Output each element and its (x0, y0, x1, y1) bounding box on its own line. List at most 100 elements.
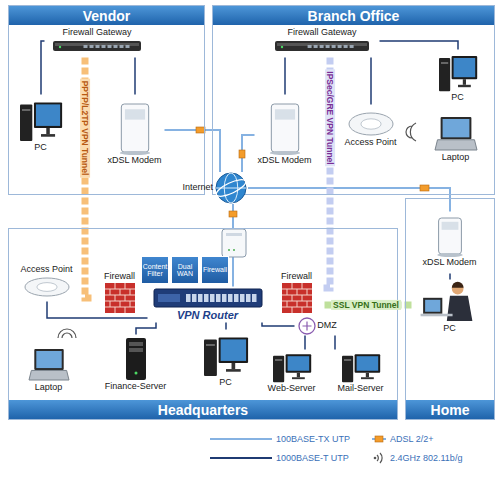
person-body (446, 296, 472, 321)
network-link (380, 41, 459, 50)
device-label: Firewall Gateway (62, 28, 131, 38)
pc-stand (462, 79, 465, 85)
modem-base (437, 253, 462, 257)
pc-monitor (33, 102, 61, 128)
device-label: xDSL Modem (257, 156, 311, 166)
network-link (248, 188, 450, 212)
legend-wifi (377, 453, 382, 463)
region-header: Headquarters (9, 400, 397, 419)
gateway-led (281, 46, 283, 48)
brick-joint (296, 301, 297, 307)
device-label: PC (443, 324, 456, 334)
device-node: Firewall Gateway (265, 24, 380, 58)
globe-orbit (214, 176, 247, 199)
device-label: Firewall (104, 272, 135, 282)
firewall-wall (105, 283, 135, 313)
brick-joint (301, 295, 302, 301)
hq-modem (222, 229, 246, 257)
router-port (198, 294, 203, 302)
brick-joint (291, 307, 292, 313)
server-bay (129, 348, 143, 352)
modem-panel (441, 222, 458, 230)
tunnel-label: PPTP/L2TP VPN Tunnel (80, 79, 90, 178)
router-port (216, 294, 221, 302)
device-icon (298, 317, 316, 335)
brick-joint (301, 307, 302, 313)
brick-joint (129, 289, 130, 295)
tunnel-label: SSL VPN Tunnel (331, 300, 401, 310)
pc-tower-slot (344, 359, 351, 361)
wifi-symbols (58, 123, 416, 338)
pc-monitor (285, 354, 311, 373)
legend-text: ADSL 2/2+ (390, 434, 433, 444)
region-title: Branch Office (308, 8, 400, 24)
gateway-port (90, 45, 94, 48)
dmz-arrows (303, 321, 312, 330)
device-node: Firewall Gateway (45, 24, 150, 58)
network-link (225, 323, 227, 330)
router-port (234, 294, 239, 302)
tunnel-label: IPSec/GRE VPN Tunnel (325, 69, 335, 166)
site-region: xDSL ModemPC Home (405, 198, 495, 420)
feature-tile: Content Filter (141, 256, 169, 284)
device-node: Access Point (340, 105, 402, 155)
router-port (246, 294, 251, 302)
router-port (204, 294, 209, 302)
home-laptop-lid (423, 298, 442, 314)
network-link (134, 58, 136, 95)
region-title: Vendor (83, 8, 130, 24)
device-label: Finance-Server (105, 382, 167, 392)
adsl-connector (239, 150, 245, 158)
legend-text: 2.4GHz 802.11b/g (390, 453, 462, 463)
region-title: Headquarters (158, 402, 248, 418)
pc-tower (342, 356, 353, 383)
device-icon (52, 39, 142, 53)
device-icon (214, 172, 248, 204)
ap-disc (25, 278, 69, 296)
network-link (334, 336, 336, 350)
laptop-lid (34, 349, 63, 370)
device-node: xDSL Modem (420, 212, 480, 274)
device-node: Access Point (15, 262, 79, 302)
pc-stand (46, 128, 50, 134)
device-node: Laptop (425, 110, 487, 170)
device-icon (418, 281, 482, 323)
router-port (252, 294, 257, 302)
gateway-port (314, 45, 318, 48)
device-label: Access Point (20, 265, 72, 275)
feature-label: Firewall (203, 266, 227, 273)
server-tower (126, 338, 146, 380)
feature-label: Content Filter (142, 263, 168, 278)
legend-row: 1000BASE-T UTP (210, 452, 349, 464)
gateway-port (120, 45, 124, 48)
pc-tower (20, 105, 32, 142)
site-region: Firewall GatewayPCxDSL ModemAccess Point… (212, 5, 495, 195)
network-link (449, 274, 451, 280)
gateway-port (326, 45, 330, 48)
legend-sample (210, 452, 272, 464)
device-node: Finance-Server (100, 335, 172, 395)
device-icon (28, 348, 70, 382)
device-icon (435, 217, 465, 257)
gateway-port (126, 45, 130, 48)
legend-line (210, 457, 272, 459)
region-header: Branch Office (213, 6, 494, 25)
gateway-body (53, 41, 141, 51)
pc-screen (453, 58, 475, 77)
device-node: Mail-Server (328, 350, 394, 396)
device-icon (117, 103, 153, 155)
network-link (41, 41, 45, 95)
gateway-port (102, 45, 106, 48)
pc-screen (356, 356, 378, 371)
wifi-waves (406, 123, 416, 141)
pc-monitor (354, 354, 380, 373)
region-header: Home (406, 400, 494, 419)
pc-screen (287, 356, 309, 371)
device-node: xDSL Modem (105, 95, 165, 175)
network-link (284, 58, 286, 95)
device-node: PC (16, 95, 66, 157)
laptop-screen (442, 119, 469, 137)
dmz-ring (299, 318, 315, 334)
brick-joint (109, 301, 110, 307)
device-label: xDSL Modem (422, 258, 476, 268)
